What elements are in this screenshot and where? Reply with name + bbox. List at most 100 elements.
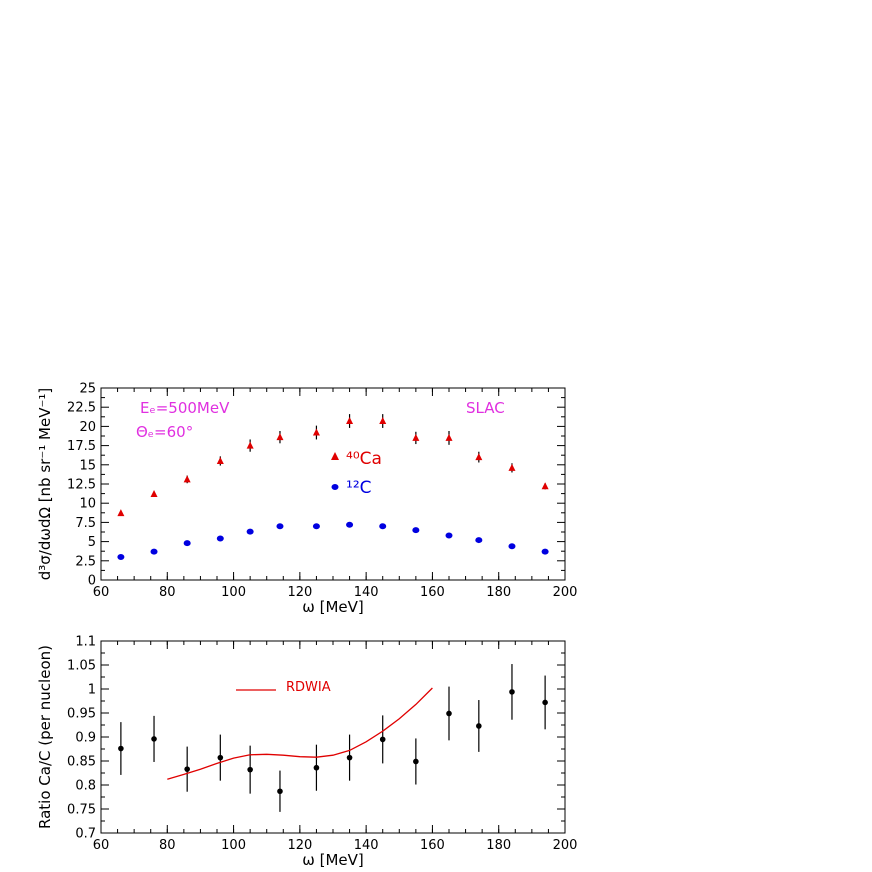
bottom-x-axis-label: ω [MeV] [302,851,363,869]
x-tick-label: 200 [553,585,578,600]
top-axis-ticks: 60 80 100 120 140 160 180 200 0 2.5 5 7.5 10 12.5 15 17… [67,382,577,601]
ratio-data-point [118,745,124,752]
x-tick-label: 120 [287,585,312,600]
y-tick-label: 0.75 [67,803,96,818]
x-tick-label: 140 [354,585,379,600]
ca40-data-point [117,509,125,517]
ratio-data-point [446,710,452,717]
legend-ca40-label: ⁴⁰Ca [346,449,382,469]
x-tick-label: 180 [486,838,511,853]
y-tick-label: 2.5 [75,554,96,569]
y-tick-label: 20 [79,420,96,435]
c12-data-point [183,540,191,547]
ca40-data-point [216,456,224,464]
ratio-data-point [217,754,224,761]
c12-data-point [508,543,516,550]
ratio-data-point [509,689,515,695]
top-x-axis-label: ω [MeV] [302,598,363,616]
bottom-data-marks [118,664,548,812]
x-tick-label: 140 [354,838,379,853]
y-tick-label: 22.5 [67,401,96,416]
y-tick-label: 1.1 [75,635,96,650]
y-tick-label: 17.5 [67,439,96,454]
ratio-panel: 60 80 100 120 140 160 180 200 0.7 0.75 0.8 0.85 0.9 0… [36,635,577,870]
ratio-data-point [247,766,253,773]
top-y-axis-label: d³σ/dωdΩ [nb sr⁻¹ MeV⁻¹] [36,388,54,580]
y-tick-label: 7.5 [75,516,96,531]
cross-section-panel: 60 80 100 120 140 160 180 200 0 2.5 5 7.5 10 12.5 15 17… [36,382,577,617]
ca40-data-point [276,433,284,441]
y-tick-label: 0 [88,574,96,589]
ca40-data-point [508,463,516,471]
y-tick-label: 5 [88,535,96,550]
ratio-data-point [313,764,320,771]
ca40-data-point [183,475,191,483]
y-tick-label: 25 [79,382,96,397]
legend-c12: ¹²C [331,478,372,498]
legend-c12-marker [331,484,339,490]
bottom-plot-frame [100,640,566,834]
rdwia-curve [167,687,433,780]
c12-data-point [346,521,354,528]
y-tick-label: 1.05 [67,659,96,674]
x-tick-label: 160 [420,585,445,600]
ca40-data-point [150,489,158,497]
ca40-data-point [412,433,420,441]
x-tick-label: 120 [287,838,312,853]
y-tick-label: 0.9 [75,731,96,746]
legend-ca40: ⁴⁰Ca [331,449,382,469]
y-tick-label: 0.8 [75,779,96,794]
ca40-data-point [379,417,387,425]
c12-data-point [246,528,254,535]
ratio-data-point [151,736,157,742]
x-tick-label: 100 [221,585,246,600]
ca40-data-point [475,453,483,461]
beam-energy-annotation: Eₑ=500MeV [140,399,230,417]
y-tick-label: 12.5 [67,478,96,493]
ratio-data-point [379,736,386,743]
ca40-data-point [541,482,549,490]
ca40-data-point [246,441,254,449]
ca40-data-point [346,417,354,425]
slac-annotation: SLAC [466,399,505,417]
x-tick-label: 160 [420,838,445,853]
ca40-data-point [312,428,320,436]
ratio-data-point [184,766,190,772]
x-tick-label: 60 [93,838,110,853]
x-tick-label: 200 [553,838,578,853]
c12-data-point [150,548,158,555]
y-tick-label: 15 [79,458,96,473]
y-tick-label: 0.7 [75,827,96,842]
y-tick-label: 10 [79,497,96,512]
c12-data-point [312,523,320,530]
c12-data-point [216,535,224,542]
ratio-data-point [277,788,283,795]
c12-data-point [379,523,387,530]
legend-rdwia-label: RDWIA [286,680,331,695]
x-tick-label: 60 [93,585,110,600]
legend-rdwia: RDWIA [236,680,331,695]
x-tick-label: 100 [221,838,246,853]
top-data-marks [117,414,549,560]
c12-data-point [445,532,453,539]
ratio-data-point [542,699,548,706]
y-tick-label: 0.95 [67,707,96,722]
c12-data-point [475,537,483,544]
c12-data-point [117,553,125,560]
c12-data-point [541,548,549,555]
legend-ca40-marker [331,452,339,460]
c12-data-point [276,523,284,530]
x-tick-label: 80 [159,838,176,853]
ratio-data-point [346,754,353,761]
bottom-y-axis-label: Ratio Ca/C (per nucleon) [36,645,54,829]
y-tick-label: 0.85 [67,755,96,770]
bottom-axis-ticks: 60 80 100 120 140 160 180 200 0.7 0.75 0.8 0.85 0.9 0… [67,635,577,854]
c12-data-point [412,527,420,534]
ratio-data-point [413,758,419,765]
ca40-data-point [445,433,453,441]
x-tick-label: 80 [159,585,176,600]
ratio-data-point [476,723,482,729]
x-tick-label: 180 [486,585,511,600]
y-tick-label: 1 [88,683,96,698]
